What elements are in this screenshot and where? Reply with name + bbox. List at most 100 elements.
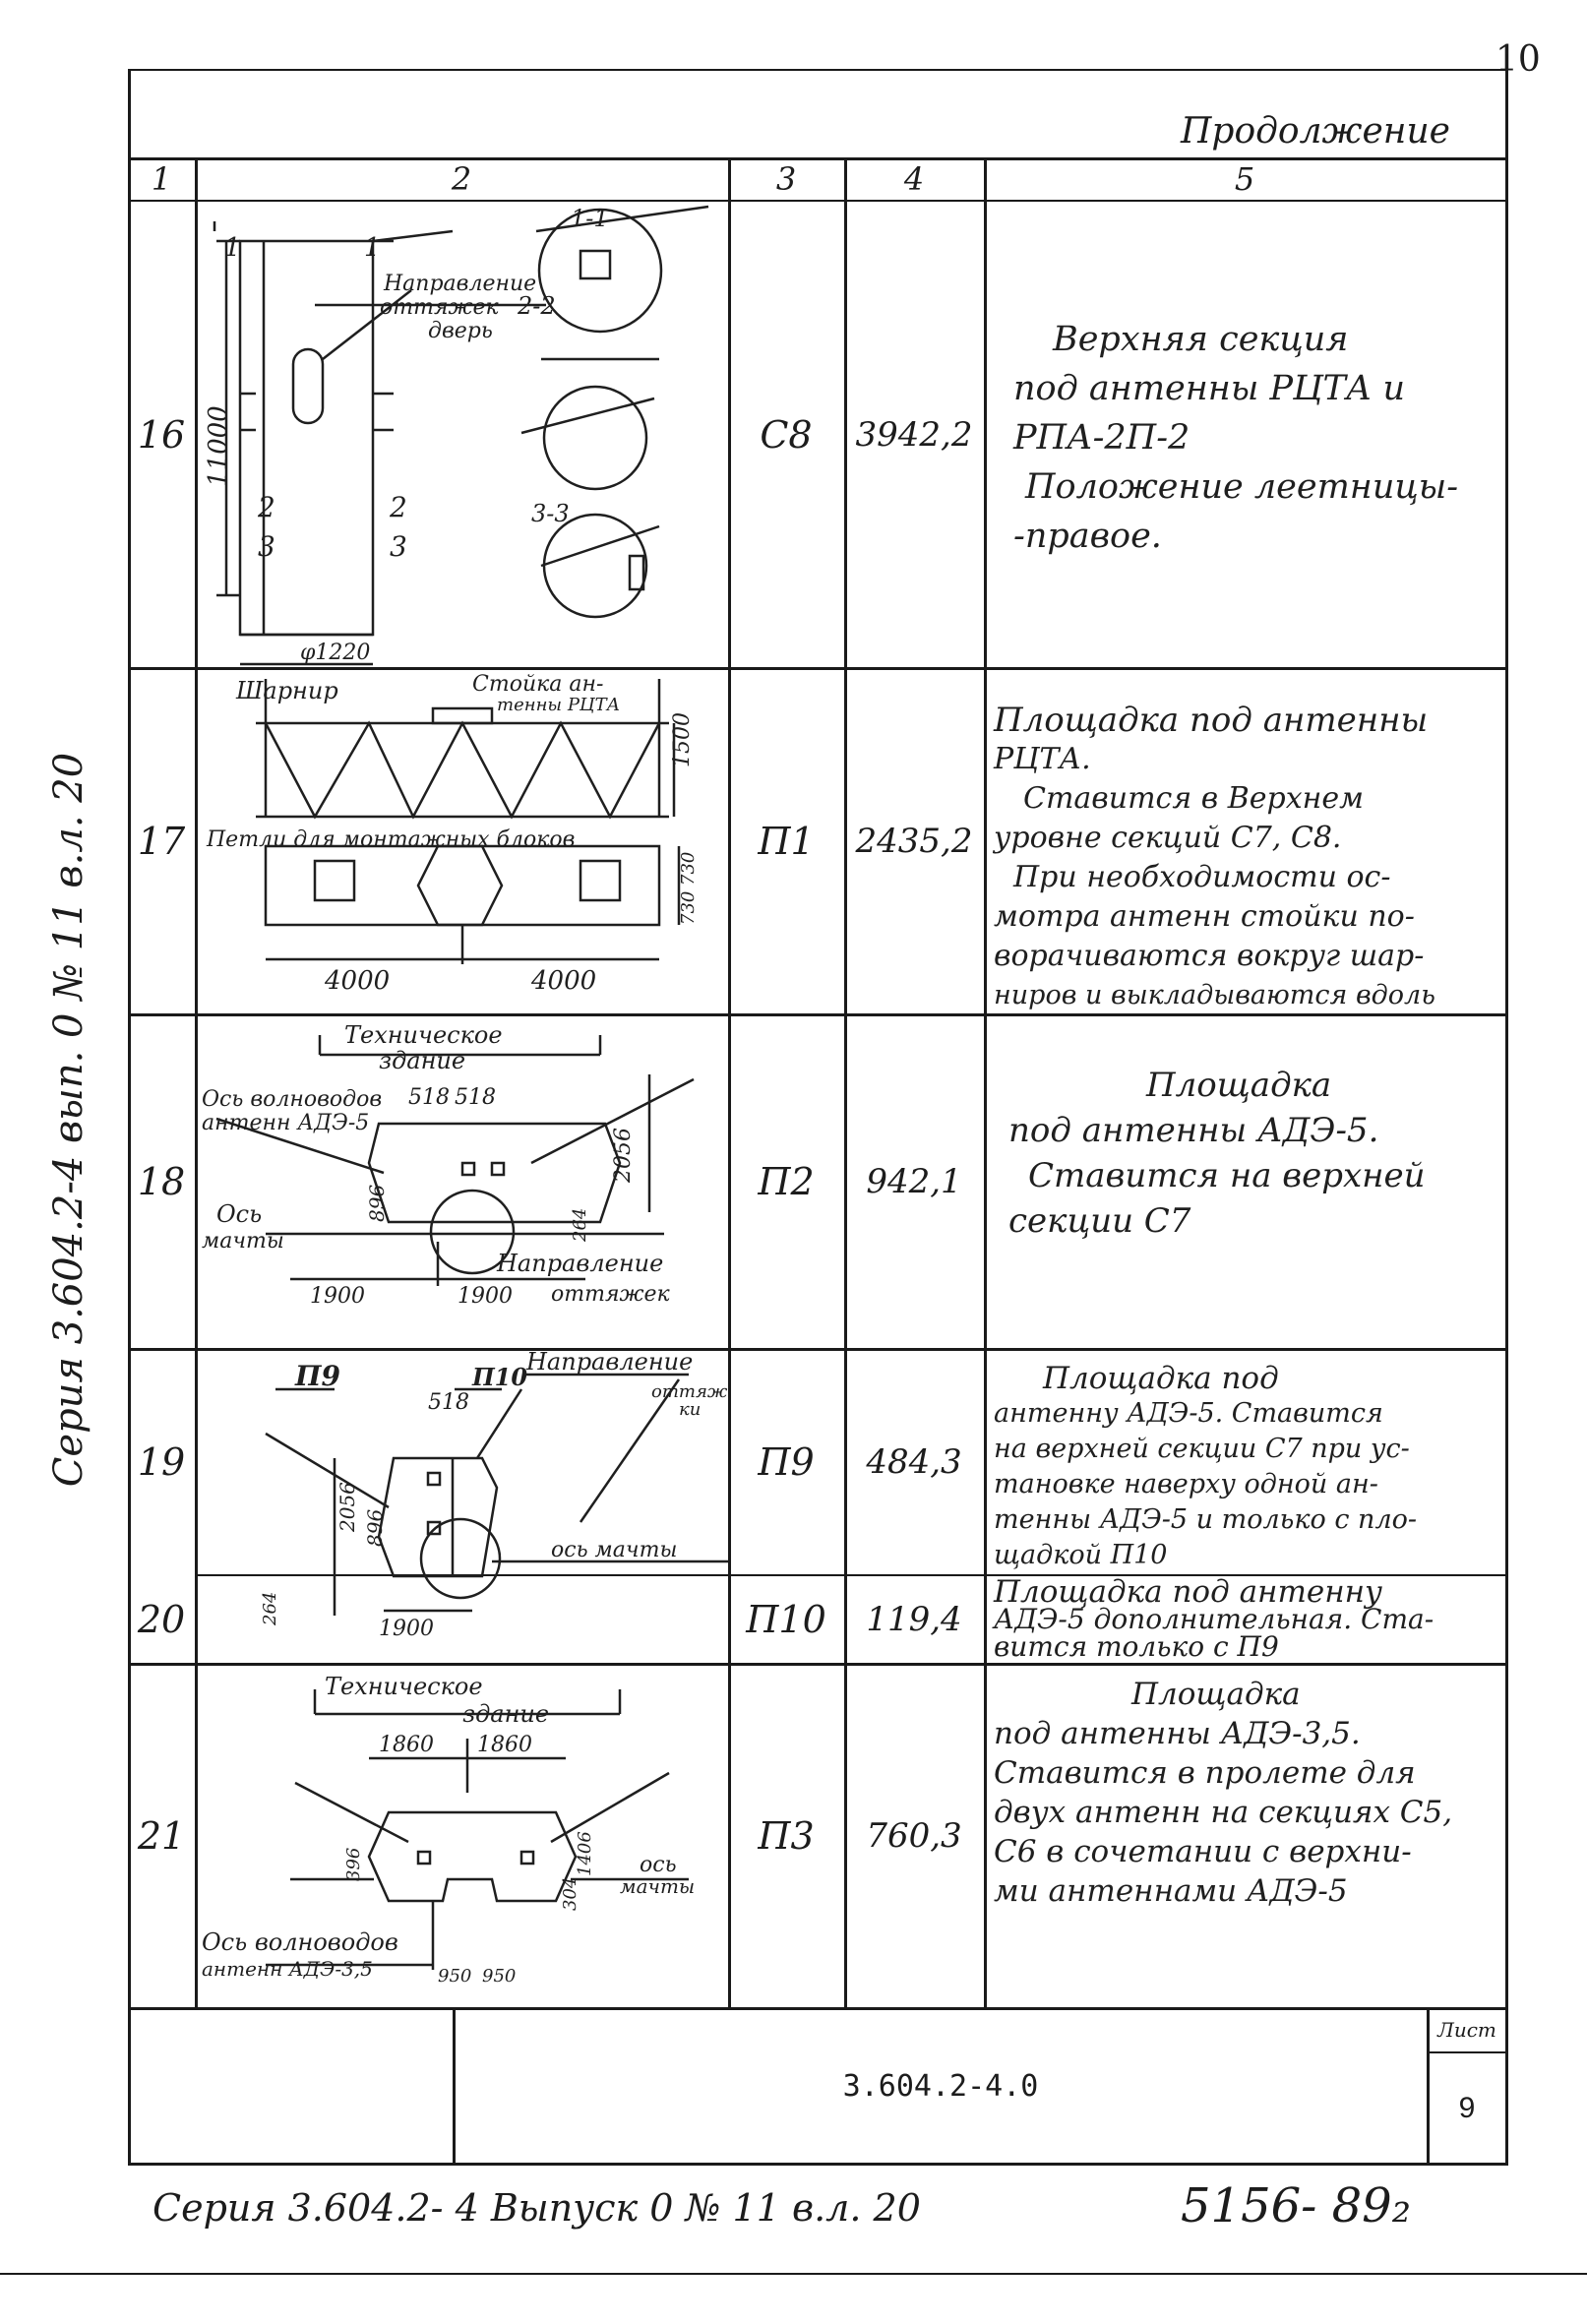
svg-text:оттяжек: оттяжек bbox=[380, 295, 500, 320]
svg-text:дверь: дверь bbox=[428, 319, 493, 343]
svg-text:Направление: Направление bbox=[383, 272, 536, 296]
svg-text:1860: 1860 bbox=[477, 1733, 532, 1757]
row-number: 18 bbox=[137, 1160, 186, 1203]
svg-text:2056: 2056 bbox=[336, 1482, 359, 1533]
svg-text:1860: 1860 bbox=[379, 1733, 434, 1757]
svg-text:1: 1 bbox=[224, 233, 241, 263]
header-col-3: 3 bbox=[775, 160, 797, 198]
svg-text:ки: ки bbox=[679, 1399, 701, 1420]
svg-text:950: 950 bbox=[438, 1966, 471, 1987]
svg-text:Петли для монтажных блоков: Петли для монтажных блоков bbox=[206, 827, 575, 852]
svg-text:396: 396 bbox=[343, 1848, 364, 1881]
svg-text:2: 2 bbox=[389, 491, 407, 523]
svg-text:11000: 11000 bbox=[204, 405, 233, 487]
svg-text:730: 730 bbox=[678, 852, 699, 886]
row-description: Площадка под антенну АДЭ-5 дополнительна… bbox=[994, 1574, 1434, 1663]
svg-text:2: 2 bbox=[257, 491, 275, 523]
row-description: Верхняя секция под антенны РЦТА и РПА-2П… bbox=[1013, 320, 1459, 556]
svg-text:2056: 2056 bbox=[611, 1128, 636, 1184]
svg-text:Ось волноводов: Ось волноводов bbox=[202, 1928, 398, 1956]
header-col-1: 1 bbox=[151, 160, 172, 198]
svg-text:3: 3 bbox=[390, 530, 407, 563]
row-description: Площадка под антенны АДЭ-5. Ставится на … bbox=[1008, 1066, 1426, 1241]
svg-text:П9: П9 bbox=[294, 1360, 340, 1392]
section-c8-sketch: 1 1 1-1 11000 Направление оттяжек дверь … bbox=[197, 202, 728, 667]
row-description: Площадка под антенну АДЭ-5. Ставится на … bbox=[994, 1361, 1418, 1570]
row-mass: 119,4 bbox=[866, 1600, 962, 1639]
svg-text:1500: 1500 bbox=[670, 712, 695, 767]
footer-rule bbox=[0, 2273, 1587, 2275]
svg-text:Техническое: Техническое bbox=[344, 1021, 503, 1049]
svg-text:304: 304 bbox=[560, 1877, 580, 1911]
svg-text:1900: 1900 bbox=[458, 1284, 513, 1309]
svg-text:4000: 4000 bbox=[324, 966, 390, 996]
platform-p9-p10-sketch: П9 П10 Направление оттяж- ки 518 2056 89… bbox=[197, 1348, 733, 1663]
svg-text:518: 518 bbox=[455, 1085, 496, 1110]
row-description: Площадка под антенны РЦТА. Ставится в Ве… bbox=[994, 701, 1435, 1010]
platform-p2-sketch: Техническое здание Ось волноводов антенн… bbox=[197, 1015, 728, 1348]
row-code: П10 bbox=[746, 1598, 826, 1641]
svg-text:мачты: мачты bbox=[202, 1229, 284, 1254]
svg-text:730: 730 bbox=[678, 891, 699, 925]
side-series-note: Серия 3.604.2-4 вып. 0 № 11 в.л. 20 bbox=[46, 752, 92, 1488]
document-designation: 3.604.2-4.0 bbox=[842, 2068, 1039, 2104]
header-col-4: 4 bbox=[903, 160, 925, 198]
platform-p1-sketch: Шарнир Стойка ан- тенны РЦТА 1500 Петли … bbox=[197, 669, 728, 1013]
svg-text:ось мачты: ось мачты bbox=[551, 1538, 677, 1562]
svg-text:264: 264 bbox=[260, 1592, 280, 1626]
row-code: П3 bbox=[758, 1814, 815, 1858]
row-code: П1 bbox=[758, 820, 815, 863]
svg-text:здание: здание bbox=[462, 1700, 549, 1728]
svg-text:1900: 1900 bbox=[310, 1284, 365, 1309]
svg-text:Ось: Ось bbox=[216, 1200, 262, 1228]
svg-text:Стойка ан-: Стойка ан- bbox=[472, 672, 603, 697]
svg-text:1900: 1900 bbox=[379, 1617, 434, 1641]
svg-text:4000: 4000 bbox=[530, 966, 596, 996]
svg-text:Ось волноводов: Ось волноводов bbox=[202, 1087, 382, 1112]
footer-number: 5156- 89₂ bbox=[1181, 2178, 1411, 2233]
row-description: Площадка под антенны АДЭ-3,5. Ставится в… bbox=[994, 1677, 1453, 1909]
svg-text:П10: П10 bbox=[471, 1363, 527, 1391]
svg-text:264: 264 bbox=[570, 1208, 590, 1243]
svg-text:3: 3 bbox=[258, 530, 275, 563]
svg-text:оттяжек: оттяжек bbox=[551, 1282, 671, 1307]
svg-text:2-2: 2-2 bbox=[517, 292, 556, 320]
svg-text:3-3: 3-3 bbox=[531, 500, 570, 527]
svg-text:1: 1 bbox=[364, 233, 381, 263]
svg-text:Шарнир: Шарнир bbox=[235, 677, 338, 704]
svg-text:тенны РЦТА: тенны РЦТА bbox=[497, 695, 620, 715]
svg-text:ось: ось bbox=[640, 1853, 677, 1877]
svg-text:антенн АДЭ-3,5: антенн АДЭ-3,5 bbox=[202, 1957, 373, 1981]
svg-text:мачты: мачты bbox=[620, 1874, 695, 1898]
row-mass: 942,1 bbox=[866, 1162, 962, 1201]
svg-text:896: 896 bbox=[363, 1509, 387, 1547]
svg-text:518: 518 bbox=[408, 1085, 450, 1110]
row-number: 20 bbox=[137, 1598, 186, 1641]
row-mass: 2435,2 bbox=[855, 822, 973, 861]
svg-text:Направление: Направление bbox=[496, 1250, 663, 1277]
row-mass: 484,3 bbox=[866, 1442, 962, 1482]
svg-text:1-1: 1-1 bbox=[571, 205, 609, 232]
header-col-5: 5 bbox=[1234, 160, 1255, 198]
row-code: С8 bbox=[760, 412, 813, 457]
svg-text:Направление: Направление bbox=[525, 1350, 693, 1376]
svg-text:антенн АДЭ-5: антенн АДЭ-5 bbox=[202, 1111, 369, 1135]
platform-p3-sketch: Техническое здание 1860 1860 396 1406 30… bbox=[197, 1665, 728, 2007]
page-number: 10 bbox=[1495, 39, 1541, 80]
row-mass: 3942,2 bbox=[855, 414, 973, 455]
svg-text:Техническое: Техническое bbox=[325, 1673, 483, 1700]
header-col-2: 2 bbox=[451, 160, 472, 198]
row-number: 16 bbox=[137, 412, 186, 457]
svg-text:518: 518 bbox=[428, 1390, 469, 1415]
sheet-number: 9 bbox=[1458, 2092, 1476, 2124]
svg-text:950: 950 bbox=[482, 1966, 516, 1987]
row-number: 21 bbox=[137, 1814, 186, 1858]
row-mass: 760,3 bbox=[866, 1816, 962, 1856]
svg-text:φ1220: φ1220 bbox=[300, 641, 370, 665]
row-number: 17 bbox=[137, 820, 186, 863]
row-code: П9 bbox=[758, 1440, 815, 1484]
row-number: 19 bbox=[137, 1440, 186, 1484]
continuation-label: Продолжение bbox=[1181, 111, 1450, 152]
row-code: П2 bbox=[758, 1160, 815, 1203]
footer-series: Серия 3.604.2- 4 Выпуск 0 № 11 в.л. 20 bbox=[153, 2186, 921, 2230]
